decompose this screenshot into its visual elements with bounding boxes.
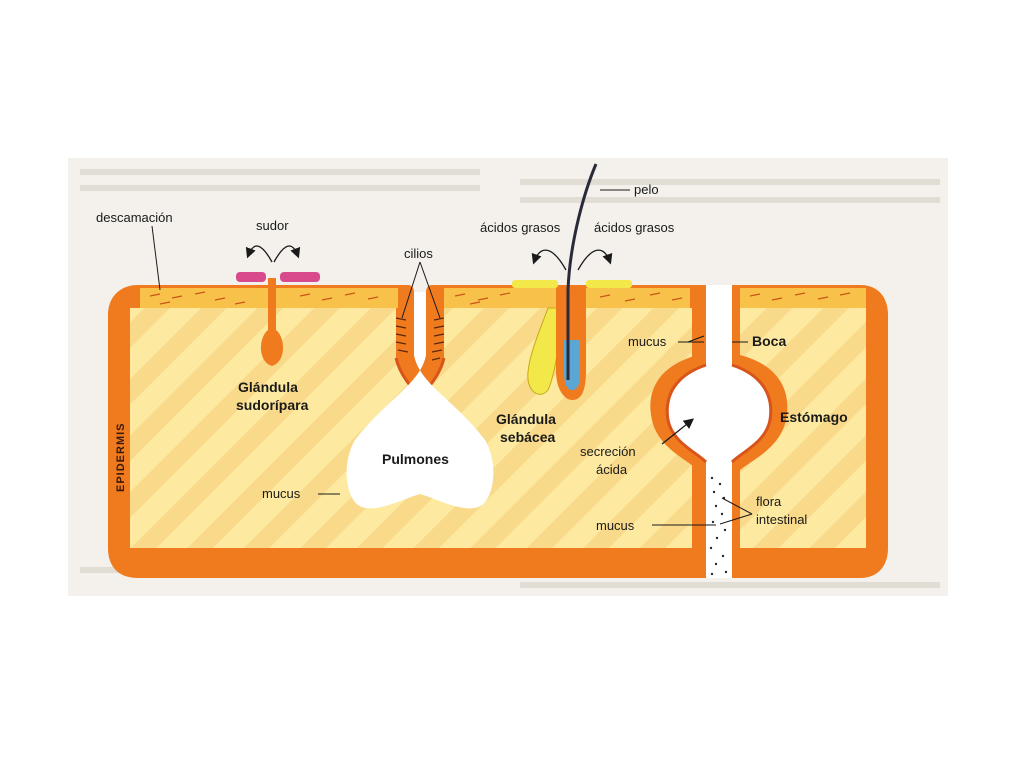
label-glandula-sebacea-1: Glándula (496, 411, 556, 427)
label-mucus-intestine: mucus (596, 518, 635, 533)
label-acidos-grasos-right: ácidos grasos (594, 220, 675, 235)
skin-layer-right (740, 288, 866, 308)
label-sudor: sudor (256, 218, 289, 233)
label-glandula-sudoripara-2: sudorípara (236, 397, 309, 413)
label-flora-2: intestinal (756, 512, 807, 527)
sweat-duct (268, 278, 276, 310)
label-mucus-lungs: mucus (262, 486, 301, 501)
label-glandula-sebacea-2: sebácea (500, 429, 555, 445)
label-pulmones: Pulmones (382, 451, 449, 467)
hair-bulb (564, 340, 580, 390)
sebum-right (586, 280, 632, 288)
label-secrecion-2: ácida (596, 462, 628, 477)
label-estomago: Estómago (780, 409, 848, 425)
sebum-left (512, 280, 558, 288)
label-descamacion: descamación (96, 210, 173, 225)
label-boca: Boca (752, 333, 786, 349)
label-acidos-grasos-left: ácidos grasos (480, 220, 561, 235)
label-flora-1: flora (756, 494, 782, 509)
sweat-pore-left (236, 272, 266, 282)
sweat-pore-right (280, 272, 320, 282)
label-pelo: pelo (634, 182, 659, 197)
label-glandula-sudoripara-1: Glándula (238, 379, 298, 395)
label-cilios: cilios (404, 246, 433, 261)
label-secrecion-1: secreción (580, 444, 636, 459)
label-mucus-mouth: mucus (628, 334, 667, 349)
label-epidermis: EPIDERMIS (115, 422, 127, 492)
